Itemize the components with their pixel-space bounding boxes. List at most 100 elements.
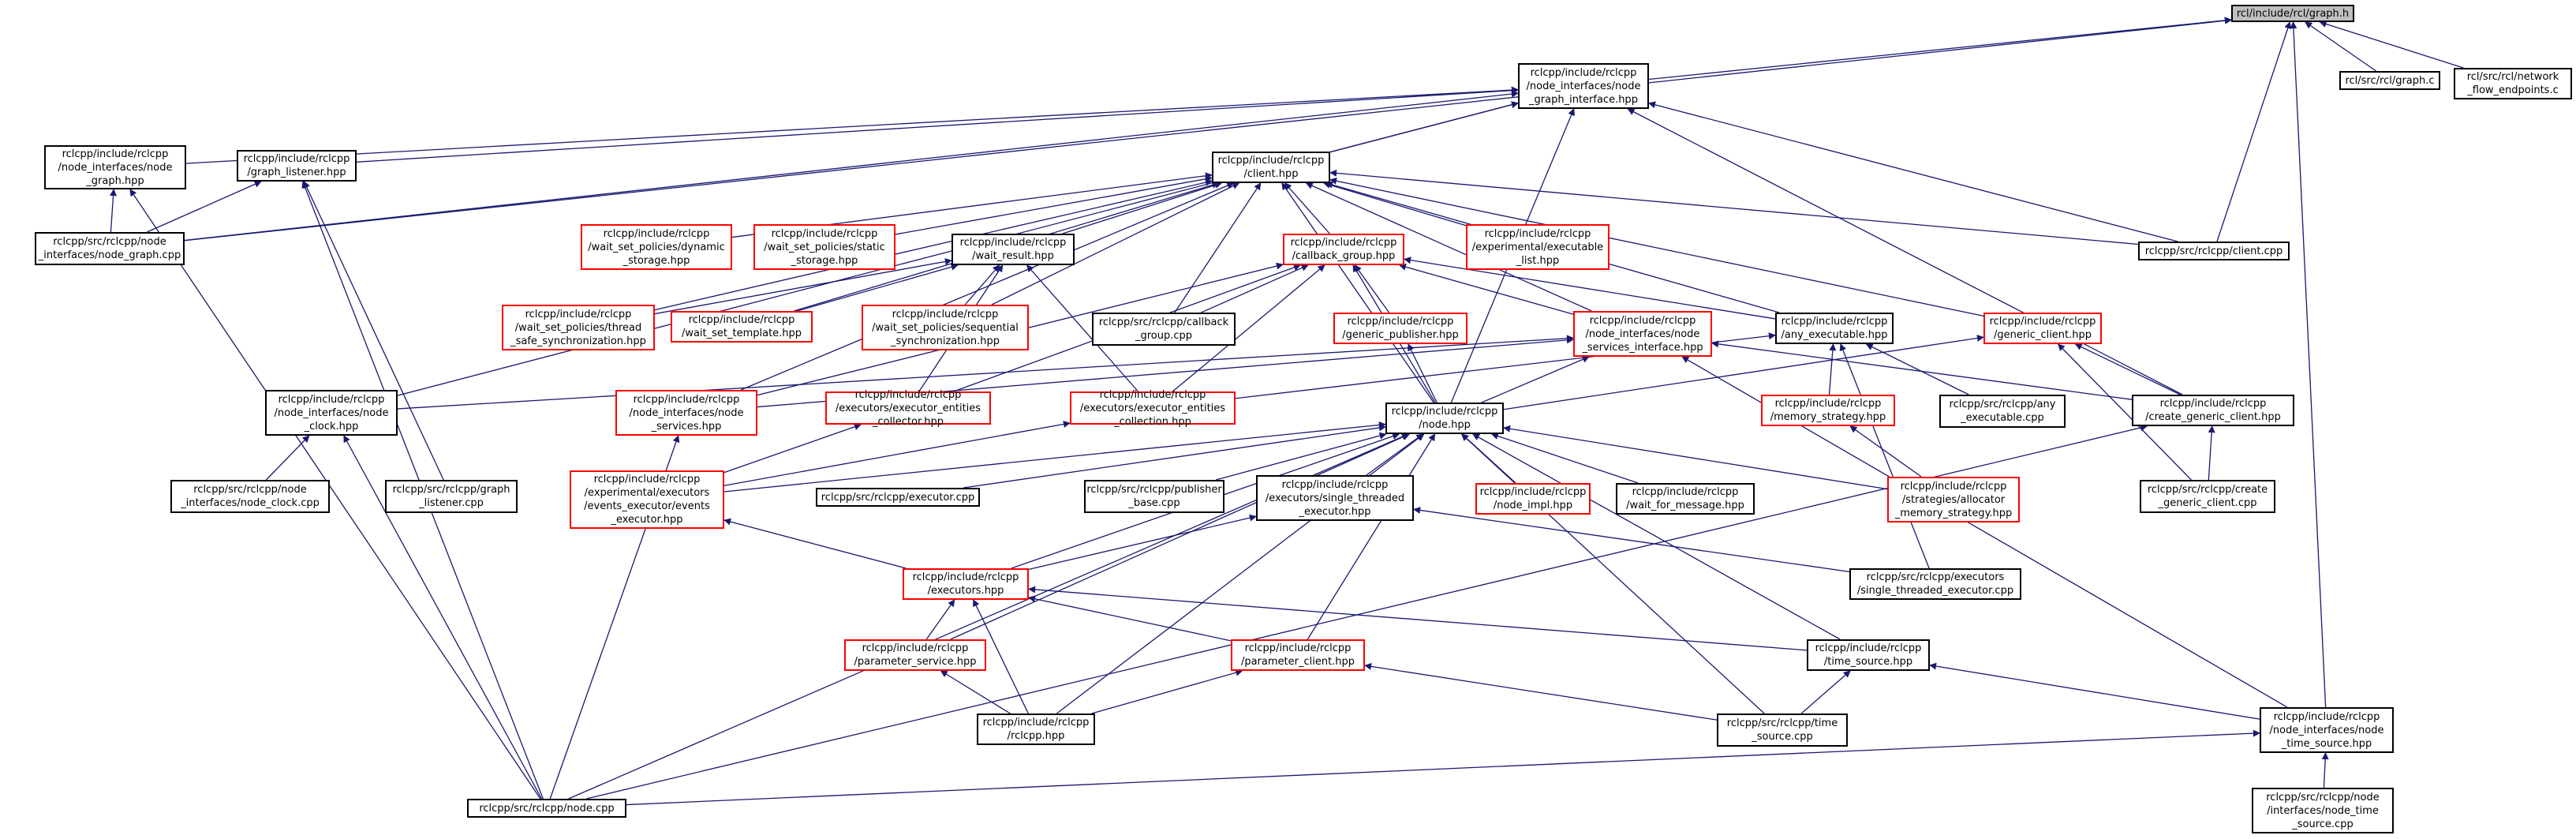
edge-node_graph_cpp-to-node_graph_interface_hpp bbox=[184, 90, 1519, 242]
edge-thread_safe_sync_hpp-to-client_hpp bbox=[654, 178, 1213, 311]
edge-entities_collection_hpp-to-wait_result_hpp bbox=[1026, 264, 1138, 392]
node-node-graph-hpp[interactable]: rclcpp/include/rclcpp /node_interfaces/n… bbox=[44, 145, 186, 189]
node-generic-publisher-hpp[interactable]: rclcpp/include/rclcpp /generic_publisher… bbox=[1333, 313, 1467, 344]
edge-node_clock_cpp-to-node_clock_hpp bbox=[265, 435, 310, 481]
node-executable-list-hpp[interactable]: rclcpp/include/rclcpp /experimental/exec… bbox=[1466, 224, 1610, 270]
edge-publisher_base_cpp-to-node_hpp bbox=[1215, 432, 1387, 481]
node-sequential-sync-hpp[interactable]: rclcpp/include/rclcpp /wait_set_policies… bbox=[862, 305, 1029, 350]
edge-callback_group_cpp-to-callback_group_hpp bbox=[1201, 264, 1309, 313]
edge-allocator_memory_strategy_hpp-to-node_hpp bbox=[1503, 425, 1888, 490]
node-entities-collector-hpp[interactable]: rclcpp/include/rclcpp /executors/executo… bbox=[825, 389, 991, 428]
node-create-generic-client-cpp[interactable]: rclcpp/src/rclcpp/create _generic_client… bbox=[2140, 480, 2275, 513]
node-create-generic-client-hpp[interactable]: rclcpp/include/rclcpp /create_generic_cl… bbox=[2132, 395, 2294, 426]
node-entities-collection-hpp[interactable]: rclcpp/include/rclcpp /executors/executo… bbox=[1070, 389, 1236, 428]
node-client-cpp[interactable]: rclcpp/src/rclcpp/client.cpp bbox=[2138, 242, 2290, 260]
edge-rclcpp_hpp-to-parameter_client_hpp bbox=[1091, 669, 1243, 714]
node-callback-group-hpp[interactable]: rclcpp/include/rclcpp /callback_group.hp… bbox=[1283, 234, 1404, 265]
edge-sequential_sync_hpp-to-client_hpp bbox=[991, 182, 1240, 305]
node-graph-listener-cpp[interactable]: rclcpp/src/rclcpp/graph _listener.cpp bbox=[385, 480, 518, 513]
node-node-clock-cpp[interactable]: rclcpp/src/rclcpp/node _interfaces/node_… bbox=[170, 480, 330, 513]
node-graph-h[interactable]: rcl/include/rcl/graph.h bbox=[2231, 5, 2354, 22]
node-any-executable-cpp[interactable]: rclcpp/src/rclcpp/any _executable.cpp bbox=[1939, 395, 2066, 428]
node-rclcpp-hpp[interactable]: rclcpp/include/rclcpp /rclcpp.hpp bbox=[977, 714, 1095, 745]
node-node-cpp[interactable]: rclcpp/src/rclcpp/node.cpp bbox=[467, 799, 626, 818]
node-client-hpp[interactable]: rclcpp/include/rclcpp /client.hpp bbox=[1212, 152, 1330, 183]
edge-memory_strategy_hpp-to-any_executable_hpp bbox=[1828, 343, 1837, 395]
edge-wait_result_hpp-to-client_hpp bbox=[1062, 182, 1222, 234]
node-wait-for-message-hpp[interactable]: rclcpp/include/rclcpp /wait_for_message.… bbox=[1616, 483, 1755, 515]
edge-rclcpp_hpp-to-parameter_service_hpp bbox=[940, 670, 1011, 714]
edge-sequential_sync_hpp-to-wait_result_hpp bbox=[964, 264, 1000, 305]
node-static-storage-hpp[interactable]: rclcpp/include/rclcpp /wait_set_policies… bbox=[753, 224, 895, 270]
node-single-threaded-executor-hpp[interactable]: rclcpp/include/rclcpp /executors/single_… bbox=[1256, 475, 1414, 521]
node-node-services-hpp[interactable]: rclcpp/include/rclcpp /node_interfaces/n… bbox=[615, 390, 757, 436]
node-node-services-interface-hpp[interactable]: rclcpp/include/rclcpp /node_interfaces/n… bbox=[1573, 311, 1712, 357]
edge-create_generic_client_cpp-to-create_generic_client_hpp bbox=[2208, 425, 2215, 481]
node-parameter-service-hpp[interactable]: rclcpp/include/rclcpp /parameter_service… bbox=[844, 639, 986, 671]
edge-node_hpp-to-client_hpp bbox=[1281, 182, 1434, 403]
node-node-impl-hpp[interactable]: rclcpp/include/rclcpp /node_impl.hpp bbox=[1475, 483, 1591, 515]
edge-node_cpp-to-create_generic_client_hpp bbox=[586, 424, 2148, 800]
edge-client_cpp-to-node_graph_interface_hpp bbox=[1648, 101, 2178, 242]
node-node-graph-cpp[interactable]: rclcpp/src/rclcpp/node _interfaces/node_… bbox=[35, 232, 185, 265]
node-any-executable-hpp[interactable]: rclcpp/include/rclcpp /any_executable.hp… bbox=[1775, 313, 1894, 344]
edge-rcl_graph_c-to-graph_h bbox=[2305, 21, 2377, 72]
node-network-flow-endpoints-c[interactable]: rcl/src/rcl/network _flow_endpoints.c bbox=[2454, 68, 2572, 99]
node-graph-listener-hpp[interactable]: rclcpp/include/rclcpp /graph_listener.hp… bbox=[237, 150, 357, 182]
node-executor-cpp[interactable]: rclcpp/src/rclcpp/executor.cpp bbox=[816, 488, 980, 507]
node-executors-hpp[interactable]: rclcpp/include/rclcpp /executors.hpp bbox=[903, 568, 1029, 600]
edge-node_hpp-to-generic_client_hpp bbox=[1503, 335, 1984, 410]
edge-node_time_source_hpp-to-graph_h bbox=[2290, 21, 2327, 708]
edge-node_cpp-to-node_clock_hpp bbox=[343, 435, 543, 800]
edge-parameter_client_hpp-to-executors_hpp bbox=[1028, 595, 1232, 642]
edge-node_services_interface_hpp-to-callback_group_hpp bbox=[1398, 263, 1574, 315]
edge-node_cpp-to-node_time_source_hpp bbox=[626, 729, 2260, 806]
edge-executable_list_hpp-to-client_hpp bbox=[1323, 182, 1467, 227]
edge-single_threaded_executor_cpp-to-any_executable_hpp bbox=[1839, 343, 1930, 569]
edge-rclcpp_hpp-to-executors_hpp bbox=[973, 599, 1029, 714]
edge-create_generic_client_cpp-to-generic_client_hpp bbox=[2057, 343, 2192, 481]
node-wait-set-template-hpp[interactable]: rclcpp/include/rclcpp /wait_set_template… bbox=[671, 311, 813, 343]
node-allocator-memory-strategy-hpp[interactable]: rclcpp/include/rclcpp /strategies/alloca… bbox=[1887, 477, 2020, 523]
edge-node_services_hpp-to-client_hpp bbox=[740, 182, 1235, 391]
node-node-graph-interface-hpp[interactable]: rclcpp/include/rclcpp /node_interfaces/n… bbox=[1518, 63, 1649, 109]
edge-executors_hpp-to-events_executor_hpp bbox=[723, 518, 907, 569]
edge-single_threaded_executor_cpp-to-single_threaded_executor_hpp bbox=[1413, 507, 1850, 573]
edge-graph_listener_cpp-to-graph_listener_hpp bbox=[303, 181, 444, 481]
node-single-threaded-executor-cpp[interactable]: rclcpp/src/rclcpp/executors /single_thre… bbox=[1849, 568, 2021, 600]
node-time-source-cpp[interactable]: rclcpp/src/rclcpp/time _source.cpp bbox=[1717, 714, 1848, 747]
node-node-clock-hpp[interactable]: rclcpp/include/rclcpp /node_interfaces/n… bbox=[265, 390, 398, 436]
node-events-executor-hpp[interactable]: rclcpp/include/rclcpp /experimental/exec… bbox=[570, 470, 724, 529]
node-memory-strategy-hpp[interactable]: rclcpp/include/rclcpp /memory_strategy.h… bbox=[1761, 395, 1895, 426]
edge-network_flow_endpoints_c-to-graph_h bbox=[2319, 21, 2464, 69]
node-publisher-base-cpp[interactable]: rclcpp/src/rclcpp/publisher _base.cpp bbox=[1084, 480, 1224, 513]
edge-allocator_memory_strategy_hpp-to-memory_strategy_hpp bbox=[1849, 425, 1922, 478]
edge-executor_cpp-to-node_hpp bbox=[963, 424, 1386, 489]
node-parameter-client-hpp[interactable]: rclcpp/include/rclcpp /parameter_client.… bbox=[1231, 639, 1365, 671]
edge-wait_for_message_hpp-to-node_hpp bbox=[1490, 433, 1639, 484]
node-node-time-source-hpp[interactable]: rclcpp/include/rclcpp /node_interfaces/n… bbox=[2260, 707, 2394, 753]
edge-events_executor_hpp-to-node_hpp bbox=[723, 421, 1386, 493]
node-time-source-hpp[interactable]: rclcpp/include/rclcpp /time_source.hpp bbox=[1807, 639, 1930, 671]
edge-callback_group_cpp-to-client_hpp bbox=[1174, 182, 1262, 313]
node-wait-result-hpp[interactable]: rclcpp/include/rclcpp /wait_result.hpp bbox=[952, 234, 1075, 265]
edge-parameter_client_hpp-to-node_hpp bbox=[1307, 433, 1436, 640]
node-dynamic-storage-hpp[interactable]: rclcpp/include/rclcpp /wait_set_policies… bbox=[581, 224, 732, 270]
node-node-time-source-cpp[interactable]: rclcpp/src/rclcpp/node /interfaces/node_… bbox=[2252, 788, 2394, 833]
edge-time_source_hpp-to-executors_hpp bbox=[1028, 586, 1808, 651]
node-thread-safe-sync-hpp[interactable]: rclcpp/include/rclcpp /wait_set_policies… bbox=[502, 305, 655, 350]
edge-node_clock_hpp-to-node_services_interface_hpp bbox=[397, 335, 1574, 410]
edge-node_time_source_hpp-to-time_source_hpp bbox=[1929, 662, 2260, 720]
edge-create_generic_client_hpp-to-node_graph_interface_hpp bbox=[1627, 108, 2183, 395]
edge-generic_client_hpp-to-client_hpp bbox=[1329, 177, 1984, 316]
edge-node_graph_cpp-to-graph_listener_hpp bbox=[147, 181, 262, 233]
node-node-hpp[interactable]: rclcpp/include/rclcpp /node.hpp bbox=[1385, 403, 1504, 434]
edge-wait_set_template_hpp-to-wait_result_hpp bbox=[797, 263, 959, 312]
node-callback-group-cpp[interactable]: rclcpp/src/rclcpp/callback _group.cpp bbox=[1092, 313, 1236, 346]
edge-node_time_source_cpp-to-node_time_source_hpp bbox=[2321, 752, 2329, 788]
node-rcl-graph-c[interactable]: rcl/src/rcl/graph.c bbox=[2339, 71, 2440, 90]
edge-client_cpp-to-graph_h bbox=[2216, 21, 2292, 242]
edge-time_source_cpp-to-parameter_client_hpp bbox=[1364, 662, 1718, 721]
edge-node_graph_cpp-to-graph_h bbox=[184, 17, 2232, 242]
node-generic-client-hpp[interactable]: rclcpp/include/rclcpp /generic_client.hp… bbox=[1983, 313, 2102, 344]
